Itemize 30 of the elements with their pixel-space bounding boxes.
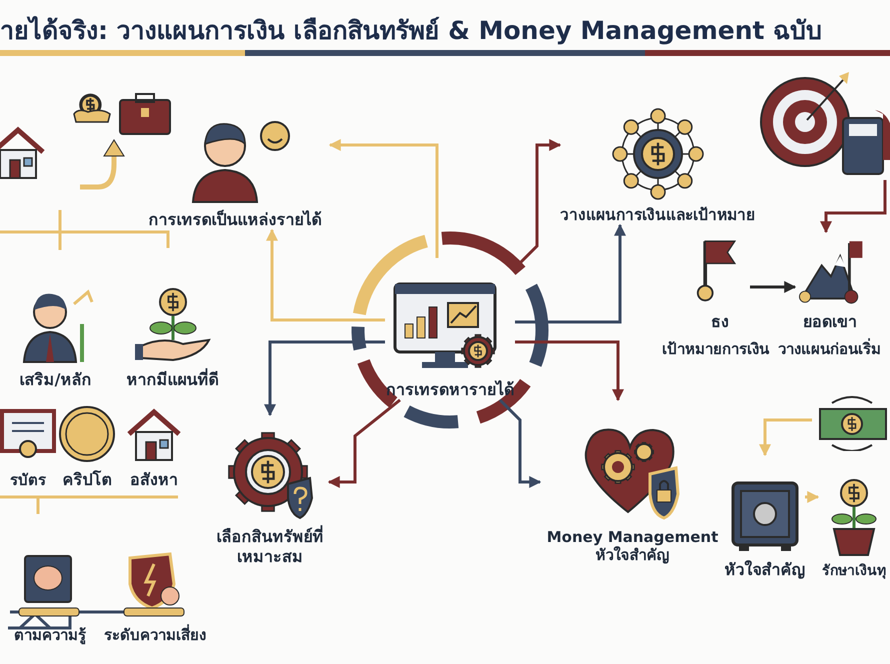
arrow (750, 281, 796, 293)
title: ายได้จริง: วางแผนการเงิน เลือกสินทรัพย์ & Money Management ฉบับ (0, 15, 822, 47)
arrow (515, 340, 624, 402)
node-label: ตามความรู้ (14, 626, 86, 645)
node-label: อสังหา (130, 470, 178, 490)
node-label: ระดับความเสี่ยง (104, 626, 206, 645)
node-label: วางแผนการเงินและเป้าหมาย (560, 206, 755, 225)
arrow (498, 398, 542, 488)
arrow (759, 418, 812, 456)
arrow (328, 398, 401, 488)
node-label: รักษาเงินทุ (822, 562, 886, 580)
arrow (264, 340, 385, 416)
caption-text: วางแผนก่อนเริ่ม (778, 337, 881, 360)
arrow (820, 180, 886, 234)
node-label: ยอดเขา (803, 312, 857, 332)
arrow (805, 491, 820, 503)
arrow (515, 224, 626, 324)
node-label: หากมีแผนที่ดี (126, 370, 218, 390)
node-label: คริปโต (62, 470, 112, 490)
node-label: หัวใจสำคัญ (724, 560, 806, 580)
node-label: เสริม/หลัก (20, 370, 92, 390)
node-label: Money Management หัวใจสำคัญ (546, 528, 720, 565)
arrow (328, 139, 438, 258)
node-label: รบัตร (10, 471, 46, 490)
node-label: ธง (711, 312, 729, 332)
node-label: เลือกสินทรัพย์ที่เหมาะสม (216, 527, 324, 567)
node-label: การเทรดหารายได้ (386, 380, 514, 400)
arrow (266, 228, 385, 322)
caption-text: เป้าหมายการเงิน (662, 339, 769, 360)
node-label: การเทรดเป็นแหล่งรายได้ (148, 210, 322, 230)
